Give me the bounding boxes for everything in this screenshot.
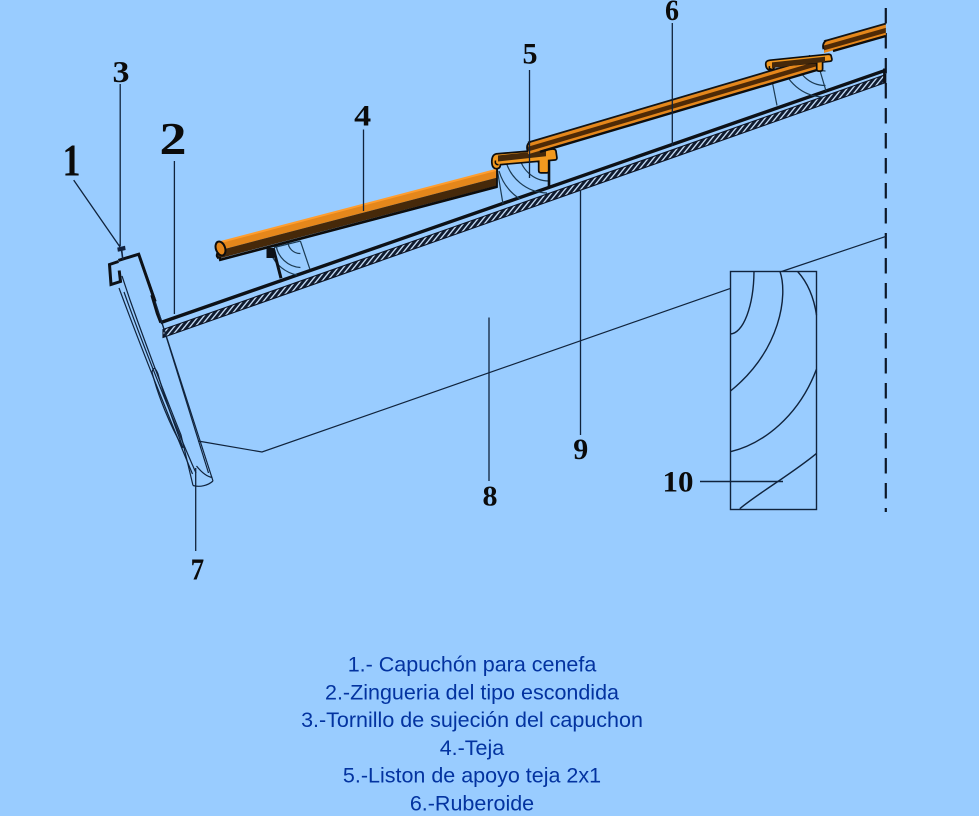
svg-text:3: 3 xyxy=(113,54,130,89)
svg-text:5: 5 xyxy=(523,38,538,71)
svg-text:6: 6 xyxy=(665,0,679,27)
svg-text:4.-Teja: 4.-Teja xyxy=(440,736,505,760)
svg-text:4: 4 xyxy=(354,100,371,133)
svg-text:1.- Capuchón para cenefa: 1.- Capuchón para cenefa xyxy=(348,653,597,677)
svg-text:9: 9 xyxy=(573,433,588,466)
svg-text:8: 8 xyxy=(483,481,498,513)
svg-text:2: 2 xyxy=(160,113,187,164)
svg-text:1: 1 xyxy=(63,135,81,186)
svg-text:2.-Zingueria del tipo escondid: 2.-Zingueria del tipo escondida xyxy=(325,680,619,704)
svg-text:7: 7 xyxy=(191,551,205,586)
svg-text:10: 10 xyxy=(663,466,694,499)
svg-text:6.-Ruberoide: 6.-Ruberoide xyxy=(410,792,534,816)
svg-text:3.-Tornillo de sujeción del ca: 3.-Tornillo de sujeción del capuchon xyxy=(301,708,643,732)
svg-text:5.-Liston de apoyo teja 2x1: 5.-Liston de apoyo teja 2x1 xyxy=(343,764,601,788)
